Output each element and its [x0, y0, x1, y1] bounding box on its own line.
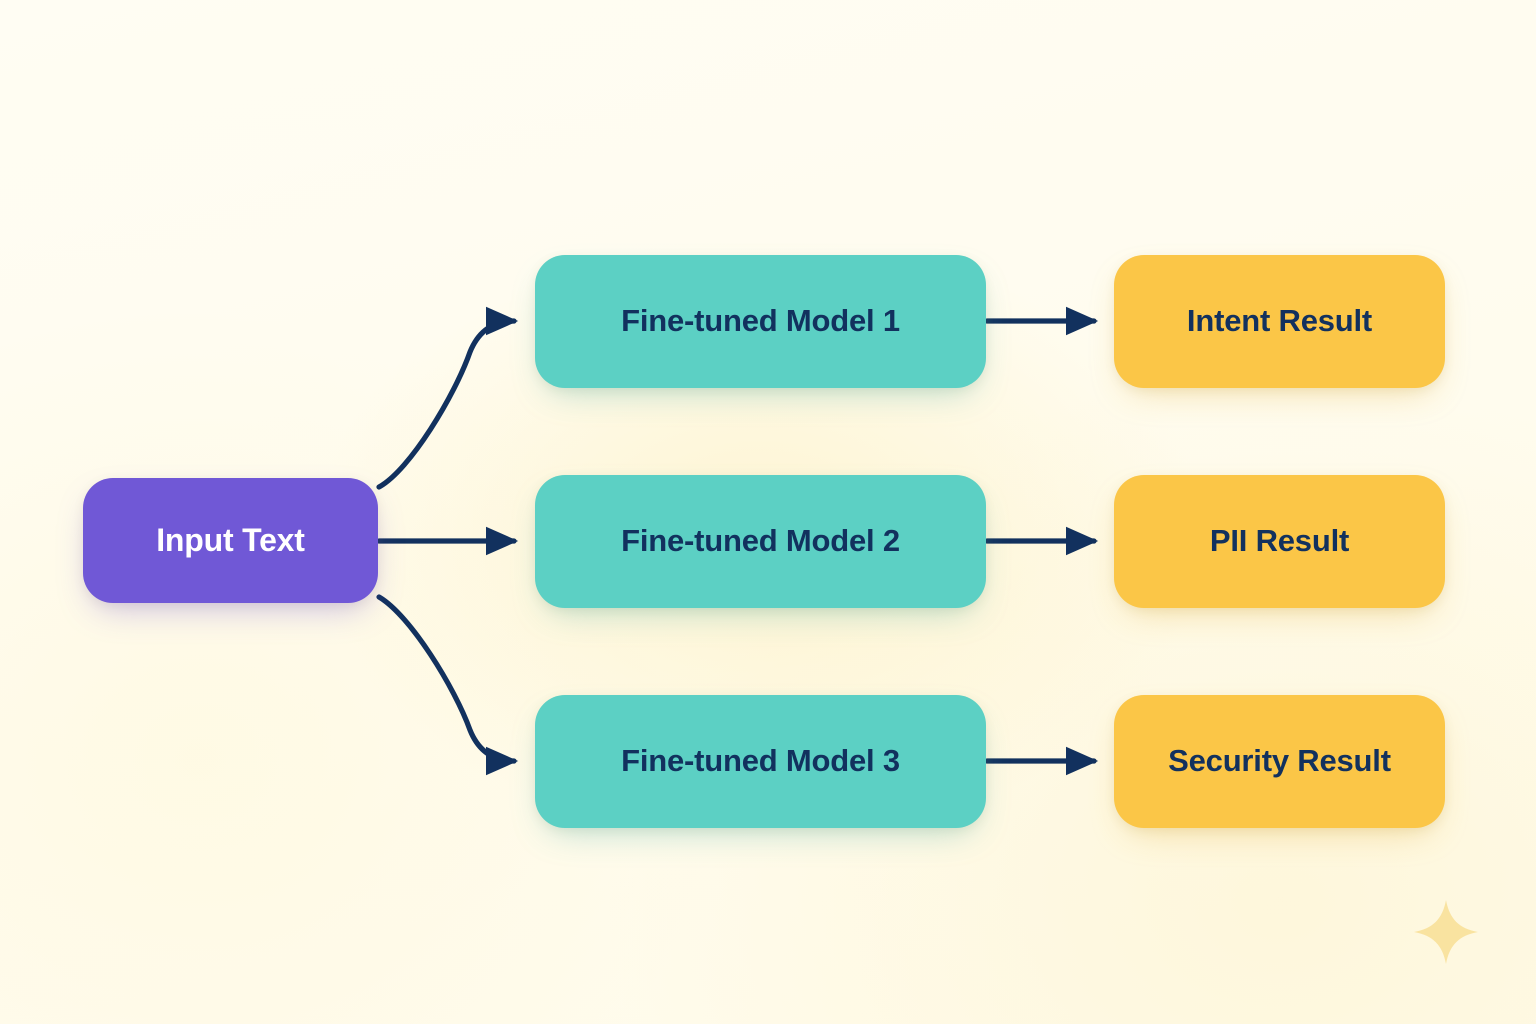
edge-input-to-model-1	[376, 306, 519, 490]
sparkle-icon	[1414, 900, 1478, 964]
node-model-2[interactable]: Fine-tuned Model 2	[535, 475, 986, 608]
node-model-3-label: Fine-tuned Model 3	[621, 743, 900, 779]
node-model-1[interactable]: Fine-tuned Model 1	[535, 255, 986, 388]
node-result-intent[interactable]: Intent Result	[1114, 255, 1445, 388]
node-model-3[interactable]: Fine-tuned Model 3	[535, 695, 986, 828]
node-model-2-label: Fine-tuned Model 2	[621, 523, 900, 559]
node-result-intent-label: Intent Result	[1186, 303, 1373, 339]
node-result-pii-label: PII Result	[1209, 523, 1350, 559]
edge-input-to-model-3	[376, 594, 519, 776]
node-result-security[interactable]: Security Result	[1114, 695, 1445, 828]
node-input-text[interactable]: Input Text	[83, 478, 378, 603]
node-result-security-label: Security Result	[1168, 743, 1391, 779]
node-input-text-label: Input Text	[156, 521, 305, 558]
node-model-1-label: Fine-tuned Model 1	[621, 303, 900, 339]
node-result-pii[interactable]: PII Result	[1114, 475, 1445, 608]
